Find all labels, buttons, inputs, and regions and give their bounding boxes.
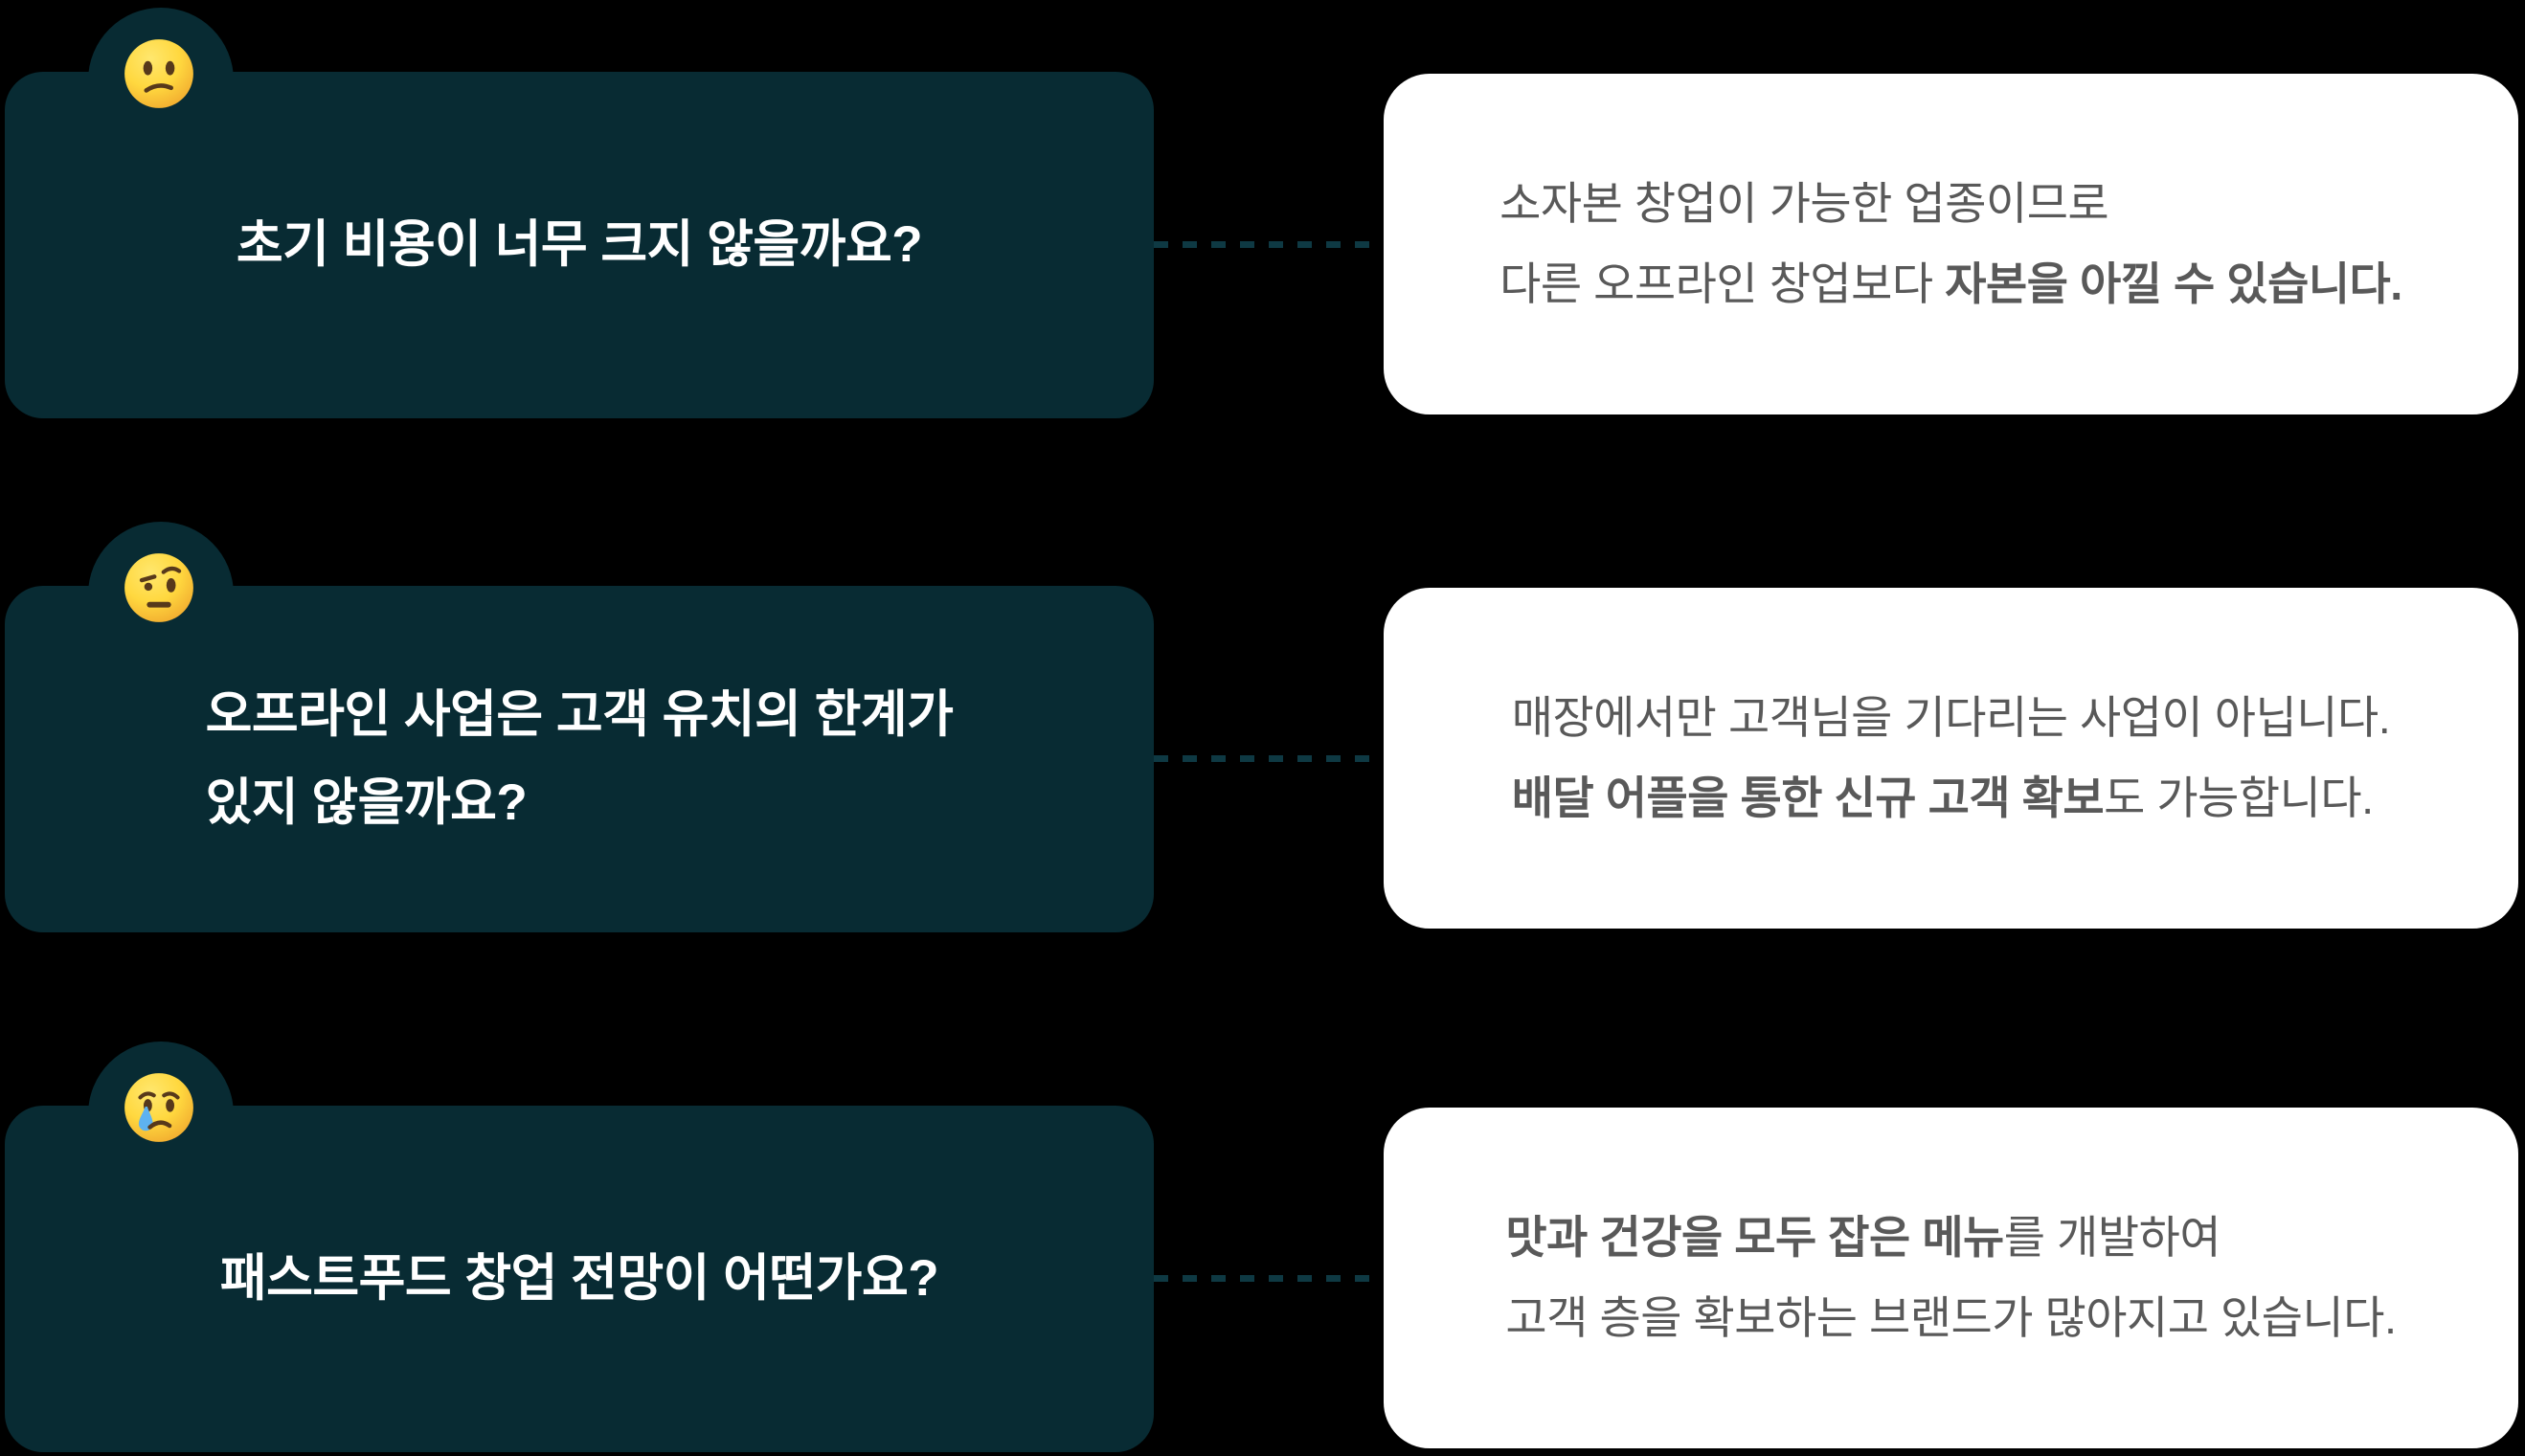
answer-card: 맛과 건강을 모두 잡은 메뉴를 개발하여 고객 층을 확보하는 브랜드가 많아… — [1384, 1108, 2518, 1448]
confused-face-icon — [123, 37, 195, 110]
faq-row-1: 초기 비용이 너무 크지 않을까요? 소자본 창업이 가능한 업종이므로 다른 … — [0, 8, 2525, 418]
answer-line: 매장에서만 고객님을 기다리는 사업이 아닙니다. — [1511, 692, 2391, 743]
answer-card: 매장에서만 고객님을 기다리는 사업이 아닙니다. 배달 어플을 통한 신규 고… — [1384, 588, 2518, 929]
question-card: 초기 비용이 너무 크지 않을까요? — [5, 72, 1154, 418]
question-line: 초기 비용이 너무 크지 않을까요? — [236, 216, 923, 273]
crying-face-icon — [123, 1071, 195, 1144]
answer-line: 고객 층을 확보하는 브랜드가 많아지고 있습니다. — [1505, 1292, 2397, 1343]
dashed-connector — [1154, 755, 1384, 762]
raised-eyebrow-face-icon — [123, 551, 195, 624]
question-line: 패스트푸드 창업 전망이 어떤가요? — [219, 1250, 939, 1307]
answer-text: 매장에서만 고객님을 기다리는 사업이 아닙니다. 배달 어플을 통한 신규 고… — [1512, 678, 2391, 839]
answer-line: 다른 오프라인 창업보다 자본을 아낄 수 있습니다. — [1499, 258, 2402, 309]
answer-text: 맛과 건강을 모두 잡은 메뉴를 개발하여 고객 층을 확보하는 브랜드가 많아… — [1505, 1198, 2397, 1358]
question-card: 패스트푸드 창업 전망이 어떤가요? — [5, 1106, 1154, 1452]
answer-line: 배달 어플을 통한 신규 고객 확보도 가능합니다. — [1511, 773, 2374, 823]
question-text: 패스트푸드 창업 전망이 어떤가요? — [219, 1235, 939, 1323]
dashed-connector — [1154, 241, 1384, 248]
question-line: 있지 않을까요? — [205, 774, 528, 831]
faq-row-2: 오프라인 사업은 고객 유치의 한계가 있지 않을까요? — [0, 522, 2525, 932]
question-text: 초기 비용이 너무 크지 않을까요? — [236, 201, 923, 289]
answer-line: 소자본 창업이 가능한 업종이므로 — [1499, 178, 2109, 229]
question-text: 오프라인 사업은 고객 유치의 한계가 있지 않을까요? — [206, 671, 954, 847]
answer-card: 소자본 창업이 가능한 업종이므로 다른 오프라인 창업보다 자본을 아낄 수 … — [1384, 74, 2518, 414]
faq-row-3: 패스트푸드 창업 전망이 어떤가요? 맛과 건 — [0, 1042, 2525, 1452]
answer-line: 맛과 건강을 모두 잡은 메뉴를 개발하여 — [1505, 1212, 2221, 1263]
question-card: 오프라인 사업은 고객 유치의 한계가 있지 않을까요? — [5, 586, 1154, 932]
answer-text: 소자본 창업이 가능한 업종이므로 다른 오프라인 창업보다 자본을 아낄 수 … — [1499, 164, 2402, 325]
dashed-connector — [1154, 1275, 1384, 1282]
question-line: 오프라인 사업은 고객 유치의 한계가 — [205, 686, 954, 743]
